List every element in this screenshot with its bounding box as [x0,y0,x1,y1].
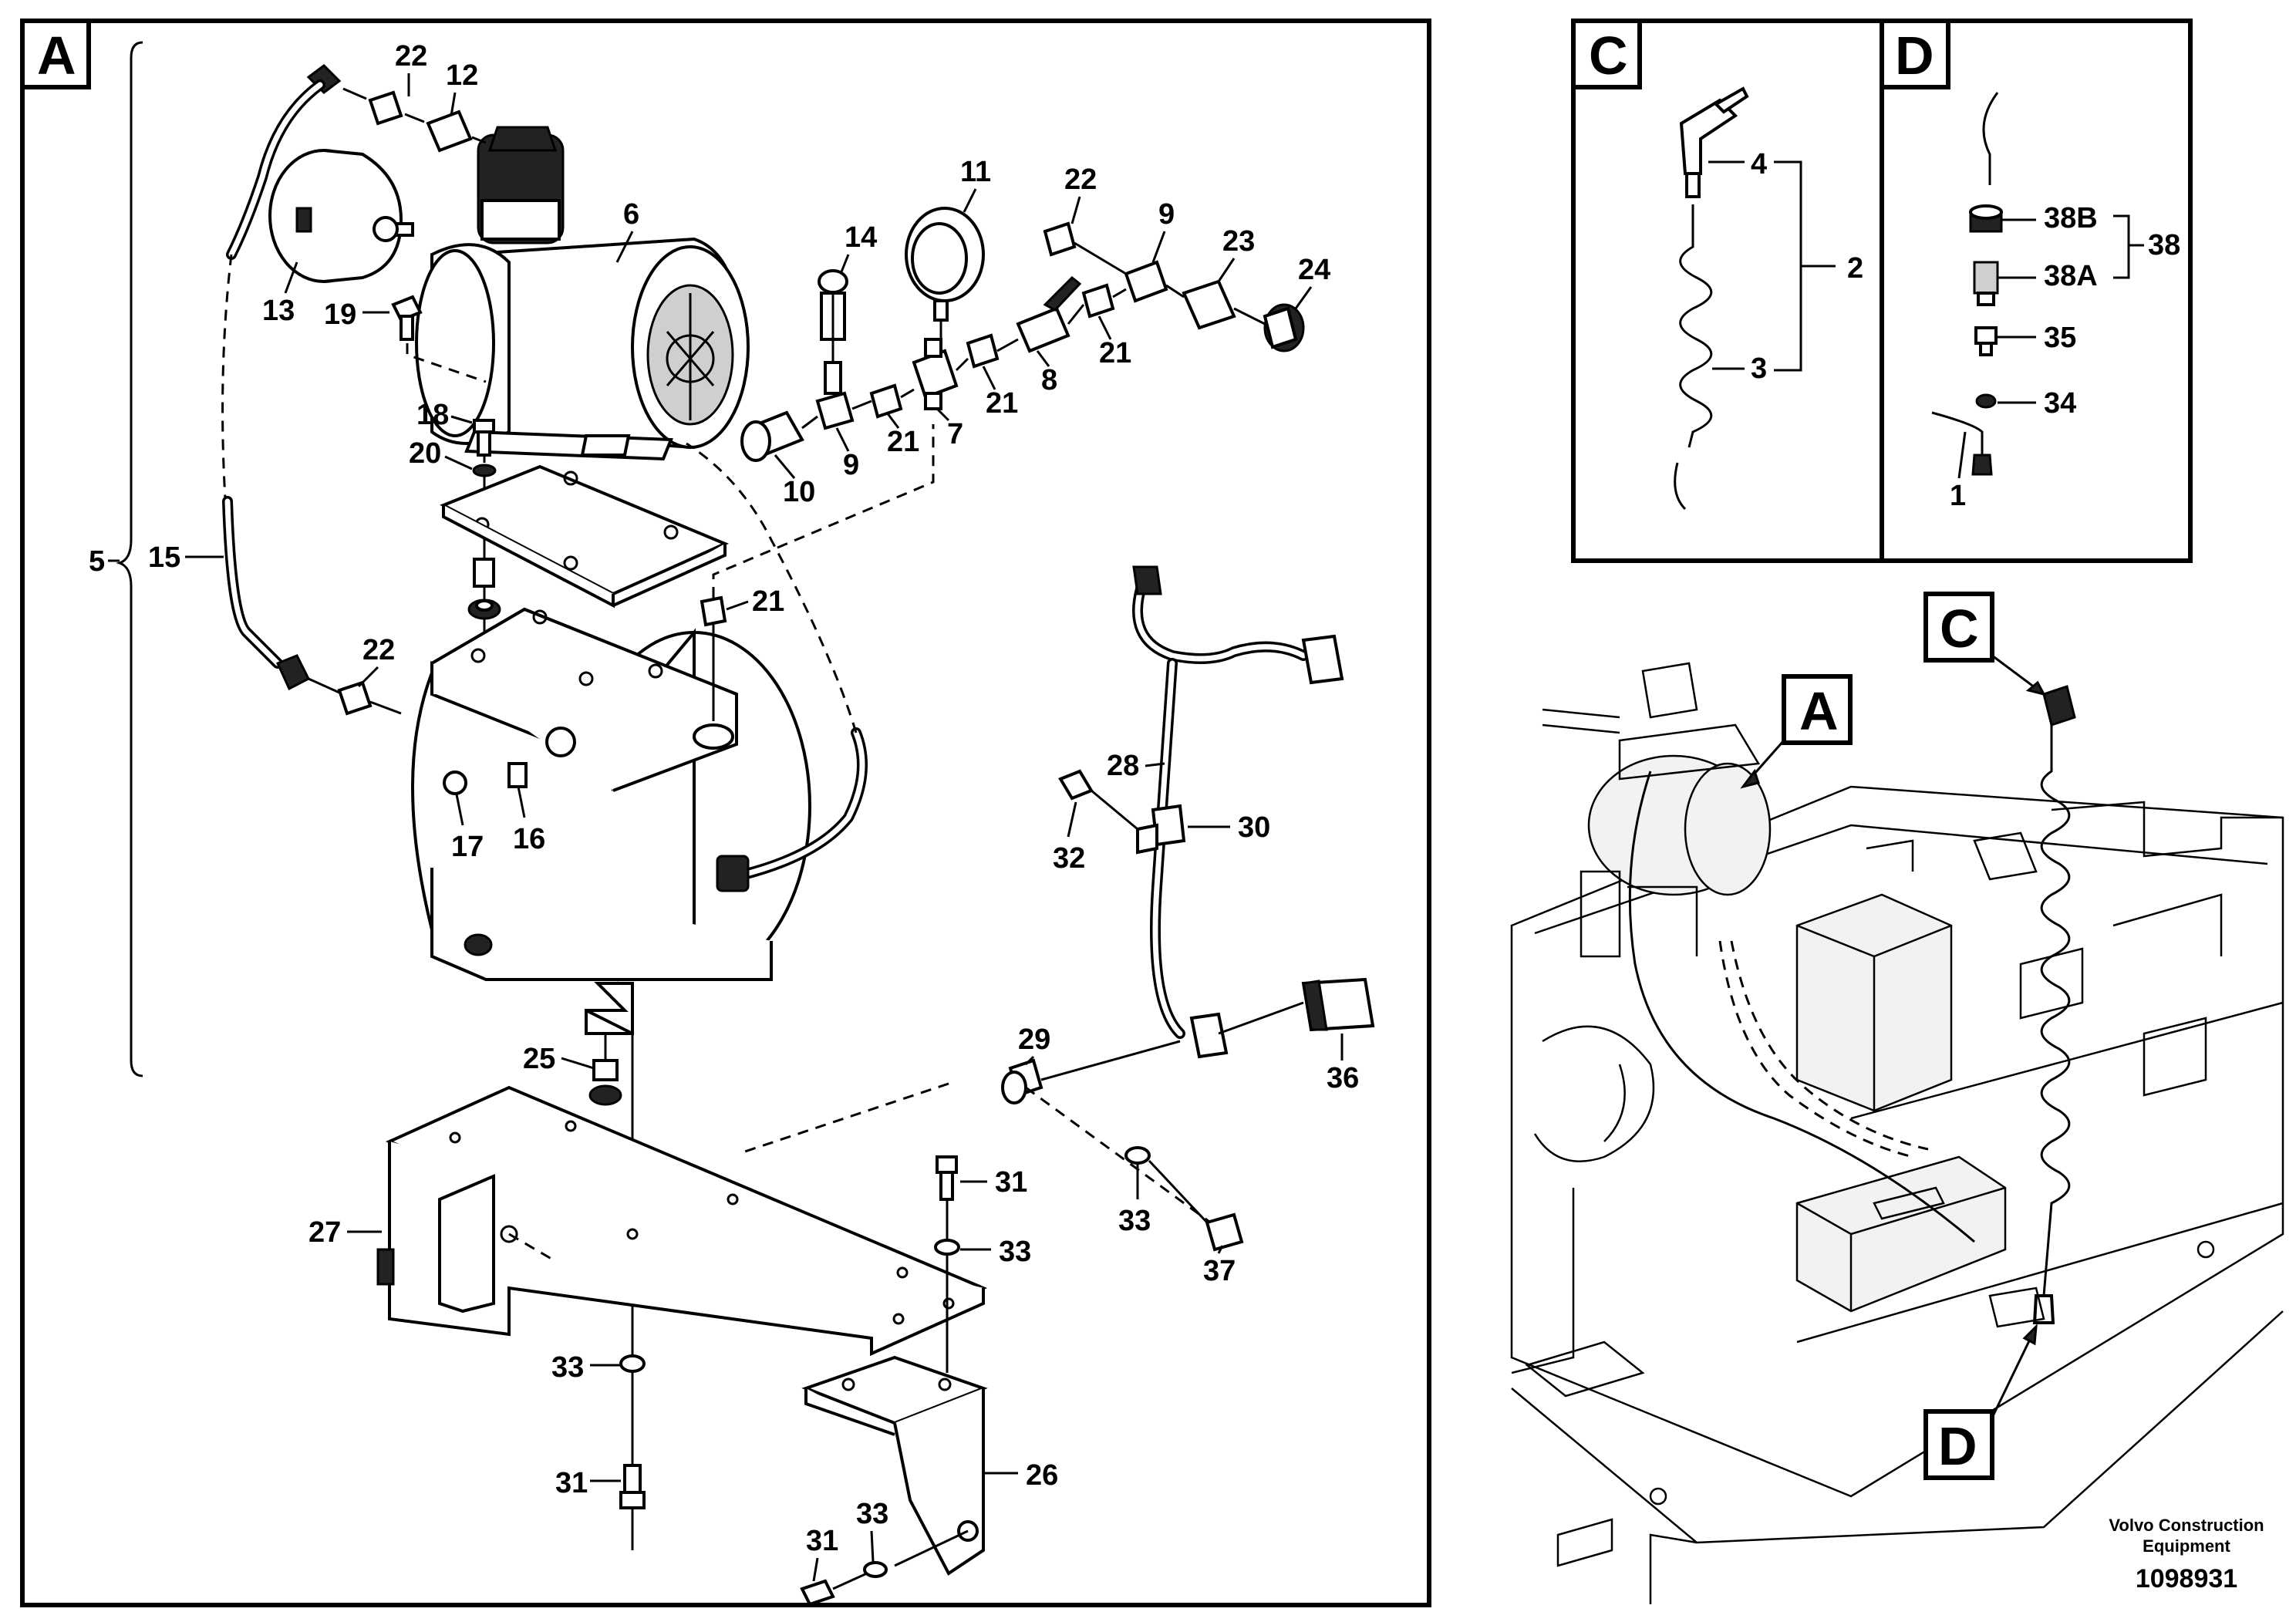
callout-33-a: 33 [999,1236,1031,1268]
callout-11: 11 [960,156,991,188]
d-callout-38a: 38A [2044,260,2098,292]
callout-20: 20 [409,437,441,470]
hose-15-dash [221,254,233,533]
callout-33-d: 33 [856,1498,888,1530]
callout-22-top: 22 [395,40,427,73]
frame-a-label-box [20,19,91,89]
bracket-26 [801,1355,988,1576]
air-filter [268,149,414,283]
callout-37: 37 [1203,1255,1236,1287]
c-callout-3: 3 [1751,352,1767,385]
callout-19: 19 [324,298,356,331]
c-callout-4: 4 [1751,148,1767,180]
callout-27: 27 [308,1216,341,1249]
bolt-18 [472,419,497,477]
d-callout-38: 38 [2148,229,2180,261]
callout-9-mid: 9 [843,449,859,481]
credit-line-2: Equipment [2143,1536,2230,1556]
callout-36: 36 [1327,1062,1359,1094]
air-tank [411,607,811,1035]
frame-d-label-box [1880,19,1950,89]
callout-23: 23 [1222,225,1255,258]
callout-13: 13 [262,295,295,327]
callout-18: 18 [416,399,449,431]
callout-21-d: 21 [752,585,784,618]
callout-21-a: 21 [887,426,919,458]
callout-12: 12 [446,59,478,92]
frame-d-border [1880,19,2193,563]
overview-label-d: D [1923,1324,2038,1480]
callout-9-right: 9 [1158,198,1175,231]
d-callout-1: 1 [1950,480,1966,512]
callout-33-c: 33 [551,1351,584,1384]
callout-15: 15 [148,541,180,574]
coiled-hose [1679,204,1713,448]
callout-17: 17 [451,831,484,863]
callout-30: 30 [1238,811,1270,844]
callout-22-right: 22 [1064,164,1097,196]
overview-label-a: A [1740,674,1853,789]
frame-d-label: D [1895,25,1934,86]
callout-22-left: 22 [362,634,395,666]
svg-text:D: D [1938,1416,1977,1476]
callout-33-b: 33 [1118,1205,1151,1237]
callout-31-a: 31 [995,1166,1027,1199]
callout-24: 24 [1298,254,1330,286]
frame-c: C 4 2 3 [1571,19,1884,563]
doc-number: 1098931 [2136,1564,2237,1593]
callout-14: 14 [845,221,877,254]
callout-29: 29 [1018,1023,1050,1056]
bolt-19 [391,295,423,341]
overview-scene [1510,662,2284,1604]
callout-7: 7 [947,418,963,450]
frame-d: D 38B 38 38A 35 34 1 [1880,19,2193,563]
frame-c-label: C [1589,25,1628,86]
callout-32: 32 [1053,842,1085,875]
callout-10: 10 [783,476,815,508]
frame-a-border [20,19,1431,1607]
d-callout-34: 34 [2044,387,2076,420]
callout-21-b: 21 [986,387,1018,420]
svg-text:A: A [1799,681,1839,741]
callout-6: 6 [623,198,639,231]
wiring-harness [1001,565,1375,1104]
callout-5: 5 [89,545,105,578]
frame-a: A [20,19,1431,1607]
bracket-27 [376,1085,988,1357]
group-5-brace [116,41,143,1077]
c-callout-2: 2 [1847,252,1863,285]
top-fittings [306,64,487,153]
credit-line-1: Volvo Construction [2109,1516,2264,1535]
callout-31-b: 31 [555,1467,588,1499]
callout-25: 25 [523,1043,555,1075]
callouts-a: 22 12 6 13 19 11 14 22 9 23 24 18 20 10 … [89,40,1359,1582]
callout-16: 16 [513,823,545,855]
callout-26: 26 [1026,1459,1058,1492]
svg-text:C: C [1940,599,1979,659]
callout-28: 28 [1107,750,1139,782]
frame-a-label: A [37,25,76,86]
overview-label-c: C [1923,592,2046,696]
compressor-motor [415,126,750,461]
fittings-row [740,207,1305,462]
callout-8: 8 [1041,364,1057,396]
callout-31-c: 31 [806,1525,838,1557]
frame-c-label-box [1571,19,1642,89]
d-callout-35: 35 [2044,322,2076,354]
callout-21-c: 21 [1099,337,1131,369]
d-callout-38b: 38B [2044,202,2098,234]
